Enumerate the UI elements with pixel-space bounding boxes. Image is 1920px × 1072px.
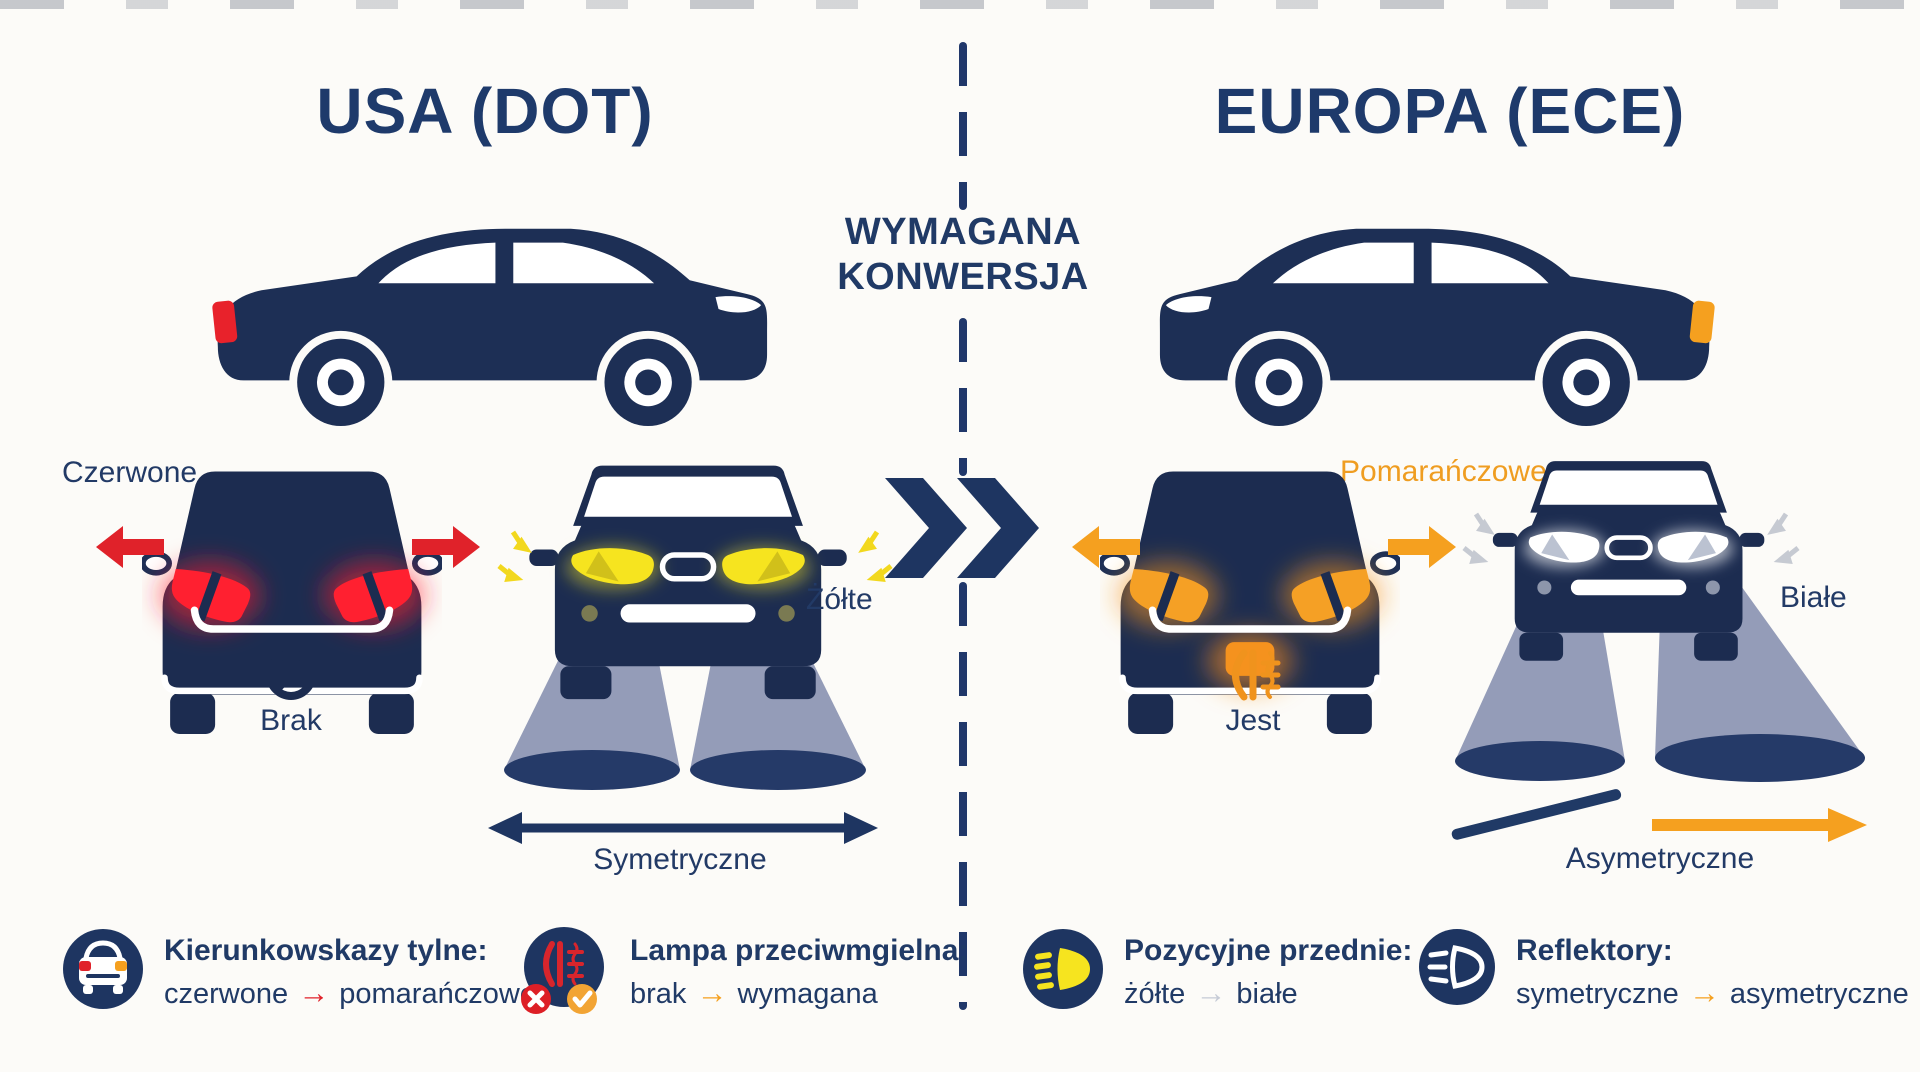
legend-title: Lampa przeciwmgielna: [630, 934, 969, 967]
usa-side-taillight-red [212, 300, 238, 344]
europe-headlight-right [1657, 531, 1729, 563]
legend-item-rear-indicators: Kierunkowskazy tylne: czerwone → pomarań… [62, 928, 536, 1011]
orange-arrow-glyph: → [1688, 975, 1720, 1010]
rear-fog-lamp-icon [1232, 649, 1281, 701]
legend-title: Reflektory: [1516, 934, 1673, 967]
legend-item-position-lights: Pozycyjne przednie: żółte → białe [1022, 928, 1412, 1011]
usa-front-light-label: Żółte [806, 583, 873, 616]
usa-front-car-scene [497, 465, 893, 790]
red-arrow-glyph: → [298, 975, 330, 1010]
divider-dashed-mid [959, 318, 967, 476]
legend-title: Kierunkowskazy tylne: [164, 934, 488, 967]
europe-orange-arrow-right [1388, 526, 1456, 568]
europe-front-car-scene [1455, 461, 1865, 782]
gray-arrow-glyph: → [1195, 975, 1227, 1010]
orange-arrow-glyph: → [696, 975, 728, 1010]
symmetric-double-arrow [488, 812, 878, 844]
divider-dashed-bottom [959, 582, 967, 1010]
europe-fog-status-label: Jest [1225, 704, 1281, 737]
usa-sparkle-arrows [497, 530, 893, 583]
europe-title: EUROPA (ECE) [1214, 75, 1686, 147]
headlamp-beam-yellow-icon [1023, 929, 1103, 1009]
europe-rear-light-label: Pomarańczowe [1340, 455, 1547, 488]
usa-headlight-right [722, 548, 805, 585]
europe-orange-arrow-left [1072, 526, 1140, 568]
usa-fog-status-label: Brak [260, 704, 322, 737]
usa-rear-car [142, 471, 442, 734]
usa-red-arrow-right [412, 526, 480, 568]
europe-side-car [1159, 228, 1715, 431]
legend-item-fog-lamp: Lampa przeciwmgielna: brak → wymagana [518, 926, 968, 1018]
double-chevron-right-icon [885, 478, 1039, 578]
divider-dashed-top [959, 42, 967, 210]
conversion-line2: KONWERSJA [837, 255, 1089, 298]
europe-beam-label: Asymetryczne [1565, 842, 1755, 875]
europe-side-indicator-orange [1689, 300, 1715, 344]
top-cropped-strip [0, 0, 1920, 9]
usa-headlight-left [571, 548, 654, 585]
legend-detail: symetryczne → asymetryczne [1516, 975, 1909, 1010]
usa-red-arrow-left [96, 526, 164, 568]
asymmetric-orange-arrow [1652, 808, 1867, 842]
asymmetric-cutoff-line [1450, 788, 1623, 841]
prohibited-icon [266, 650, 316, 700]
legend-detail: brak → wymagana [630, 975, 878, 1010]
conversion-required-label: WYMAGANA KONWERSJA [813, 210, 1113, 300]
conversion-line1: WYMAGANA [844, 211, 1082, 253]
usa-rear-light-label: Czerwone [62, 456, 198, 489]
europe-headlight-left [1528, 531, 1600, 563]
legend-title: Pozycyjne przednie: [1124, 934, 1413, 967]
usa-beam-label: Symetryczne [593, 843, 767, 876]
legend-item-headlamps: Reflektory: symetryczne → asymetryczne [1418, 928, 1909, 1011]
usa-side-car [212, 228, 768, 431]
headlamp-beam-outline-icon [1419, 929, 1495, 1005]
fog-lamp-with-x-and-check-icon [521, 927, 604, 1014]
europe-sparkle-arrows [1462, 512, 1800, 565]
usa-title: USA (DOT) [316, 75, 654, 147]
legend-detail: czerwone → pomarańczowe [164, 975, 536, 1010]
legend-detail: żółte → białe [1124, 975, 1298, 1010]
car-rear-turn-signals-icon [63, 929, 143, 1009]
europe-front-light-label: Białe [1780, 581, 1847, 614]
